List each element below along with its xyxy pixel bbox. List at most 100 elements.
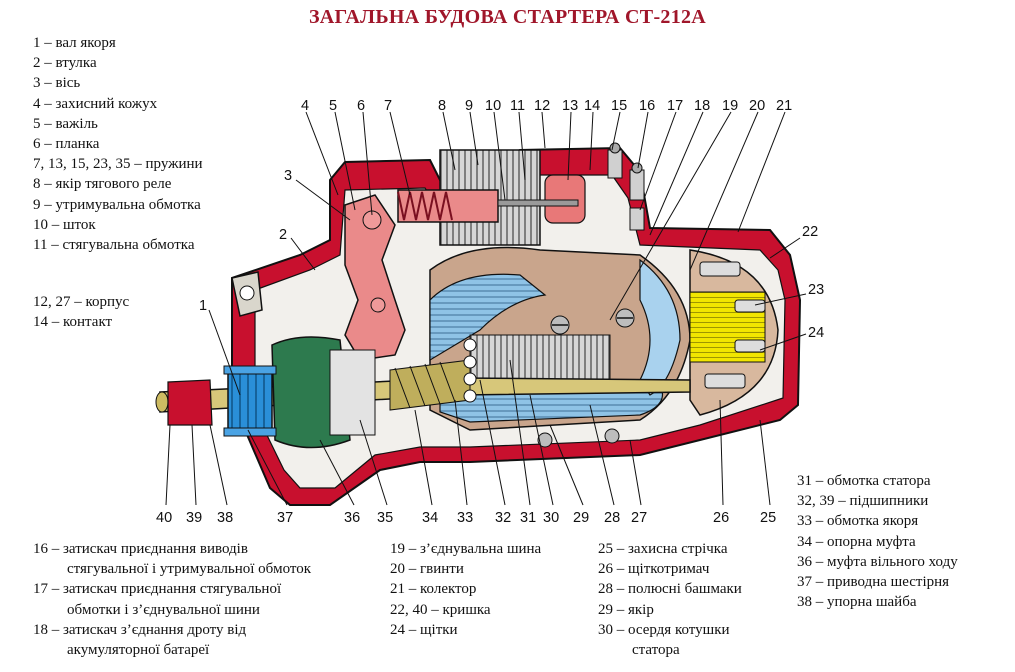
starter-drawing (155, 142, 802, 506)
callout-30: 30 (543, 510, 559, 526)
callout-25: 25 (760, 510, 776, 526)
legend-item: 33 – обмотка якоря (797, 513, 919, 530)
pole-screws (537, 308, 635, 448)
armature-core (469, 334, 611, 386)
legend-item: 2 – втулка (33, 55, 97, 72)
callout-2: 2 (279, 227, 287, 243)
legend-top-left: 1 – вал якоря 2 – втулка 3 – вісь 4 – захис… (33, 33, 203, 255)
page-title: ЗАГАЛЬНА БУДОВА СТАРТЕРА СТ-212А (308, 6, 707, 28)
callout-35: 35 (377, 510, 393, 526)
callout-15: 15 (611, 98, 627, 114)
legend-item: 11 – стягувальна обмотка (33, 237, 195, 254)
callout-4: 4 (301, 98, 309, 114)
solenoid-rod (497, 199, 579, 207)
legend-right: 31 – обмотка статора 32, 39 – підшипники 3… (797, 471, 958, 612)
callout-40: 40 (156, 510, 172, 526)
legend-item: акумуляторної батареї (67, 642, 210, 659)
legend-item: 3 – вісь (33, 75, 81, 92)
legend-item: 18 – затискач з’єднання дроту від (33, 621, 247, 638)
callout-9: 9 (465, 98, 473, 114)
stator-winding-upper (429, 273, 547, 362)
callout-23: 23 (808, 282, 824, 298)
callout-24: 24 (808, 325, 824, 341)
callout-33: 33 (457, 510, 473, 526)
callout-27: 27 (631, 510, 647, 526)
callout-7: 7 (384, 98, 392, 114)
callout-5: 5 (329, 98, 337, 114)
callout-3: 3 (284, 168, 292, 184)
engagement-lever (344, 194, 406, 361)
legend-item: 34 – опорна муфта (797, 533, 916, 550)
legend-item: 1 – вал якоря (33, 35, 116, 51)
lever-joint (370, 297, 386, 313)
callout-10: 10 (485, 98, 501, 114)
callout-39: 39 (186, 510, 202, 526)
callout-28: 28 (604, 510, 620, 526)
solenoid-contact-disc (544, 174, 586, 224)
callout-19: 19 (722, 98, 738, 114)
callout-36: 36 (344, 510, 360, 526)
flange-hole (239, 285, 255, 301)
callout-18: 18 (694, 98, 710, 114)
leader-lines (165, 111, 807, 506)
callout-1: 1 (199, 298, 207, 314)
legend-item: 12, 27 – корпус (33, 294, 130, 310)
callout-38: 38 (217, 510, 233, 526)
legend-item: 22, 40 – кришка (390, 601, 491, 618)
callout-8: 8 (438, 98, 446, 114)
legend-item: 38 – упорна шайба (797, 594, 917, 611)
legend-bottom-col2: 19 – з’єднувальна шина 20 – гвинти 21 – ко… (390, 539, 541, 640)
legend-item: стягувальної і утримувальної обмоток (67, 561, 312, 578)
legend-item: 4 – захисний кожух (33, 95, 158, 112)
callouts-top: 4 5 6 7 8 9 10 11 12 13 14 15 16 17 18 1… (301, 98, 792, 114)
legend-item: 37 – приводна шестірня (797, 574, 950, 591)
legend-item: 19 – з’єднувальна шина (390, 541, 542, 557)
callout-6: 6 (357, 98, 365, 114)
callouts-side: 3 2 1 22 23 24 (199, 168, 824, 341)
legend-item: 25 – захисна стрічка (598, 541, 728, 557)
callout-21: 21 (776, 98, 792, 114)
callout-26: 26 (713, 510, 729, 526)
callout-34: 34 (422, 510, 438, 526)
clutch-collar (329, 349, 376, 436)
legend-item: 8 – якір тягового реле (33, 176, 172, 193)
terminals (607, 142, 645, 231)
legend-item: 32, 39 – підшипники (797, 493, 929, 510)
legend-item: 6 – планка (33, 136, 100, 153)
legend-bottom-col3: 25 – захисна стрічка 26 – щіткотримач 28 –… (598, 539, 742, 660)
legend-item: обмотки і з’єднувальної шини (67, 601, 260, 618)
callout-12: 12 (534, 98, 550, 114)
helical-spline (389, 359, 471, 411)
legend-item: 9 – утримувальна обмотка (33, 196, 201, 213)
callout-22: 22 (802, 224, 818, 240)
callout-14: 14 (584, 98, 600, 114)
legend-item: 5 – важіль (33, 115, 98, 132)
nose-bearing (167, 379, 213, 426)
legend-item: 29 – якір (598, 601, 654, 618)
callout-13: 13 (562, 98, 578, 114)
drive-pinion (223, 365, 277, 437)
legend-item: 7, 13, 15, 23, 35 – пружини (33, 156, 203, 173)
legend-item: 14 – контакт (33, 314, 113, 331)
callout-17: 17 (667, 98, 683, 114)
legend-item: 10 – шток (33, 216, 96, 233)
callout-11: 11 (510, 98, 525, 114)
callouts-bottom: 40 39 38 37 36 35 34 33 32 31 30 29 28 2… (156, 510, 776, 526)
bearing-rollers (463, 338, 477, 403)
callout-20: 20 (749, 98, 765, 114)
legend-item: 20 – гвинти (390, 561, 464, 578)
legend-item: 24 – щітки (390, 621, 458, 638)
legend-item: 26 – щіткотримач (598, 561, 710, 578)
legend-item: статора (632, 642, 680, 659)
legend-item: 36 – муфта вільного ходу (797, 553, 958, 570)
legend-item: 21 – колектор (390, 581, 477, 598)
legend-mid-left: 12, 27 – корпус 14 – контакт (33, 292, 129, 332)
callout-37: 37 (277, 510, 293, 526)
legend-item: 28 – полюсні башмаки (598, 581, 742, 598)
callout-16: 16 (639, 98, 655, 114)
brush-springs (699, 261, 766, 389)
legend-item: 31 – обмотка статора (797, 473, 931, 489)
callout-29: 29 (573, 510, 589, 526)
callout-31: 31 (520, 510, 536, 526)
